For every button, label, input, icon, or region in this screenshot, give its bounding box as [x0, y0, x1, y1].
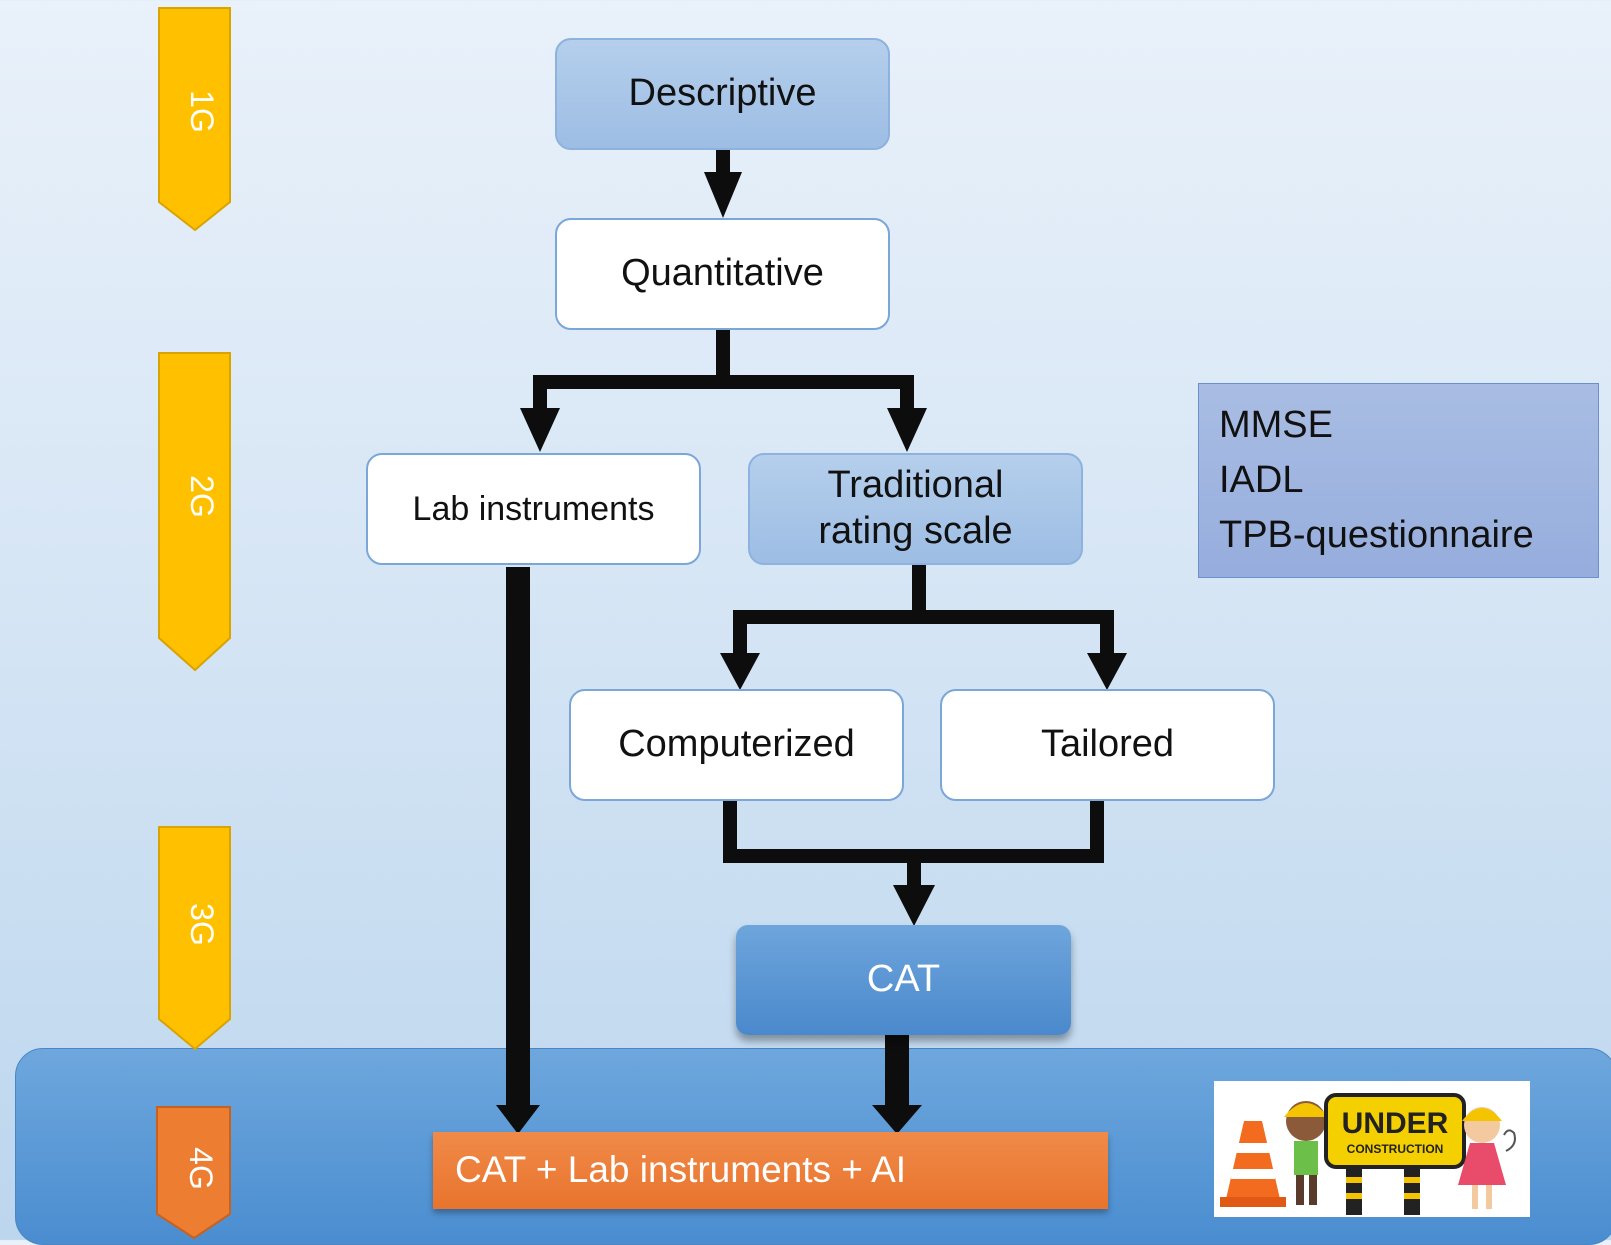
- gen-3g-chevron: [158, 826, 231, 1051]
- node-computerized-label: Computerized: [618, 723, 855, 766]
- example-mmse: MMSE: [1219, 404, 1333, 446]
- node-tailored[interactable]: Tailored: [940, 689, 1275, 801]
- node-quantitative[interactable]: Quantitative: [555, 218, 890, 330]
- node-lab-instruments[interactable]: Lab instruments: [366, 453, 701, 565]
- example-tpb: TPB-questionnaire: [1219, 514, 1534, 557]
- arrow-cat-final: [885, 1035, 909, 1107]
- sign-under: UNDER: [1342, 1107, 1449, 1140]
- gen-2g-chevron: [158, 352, 231, 672]
- examples-box: MMSE IADL TPB-questionnaire: [1198, 383, 1599, 578]
- node-descriptive-label: Descriptive: [628, 72, 817, 115]
- node-lab-instruments-label: Lab instruments: [412, 489, 655, 528]
- node-final[interactable]: CAT + Lab instruments + AI: [433, 1132, 1108, 1209]
- arrow-desc-quant: [716, 150, 730, 174]
- node-tailored-label: Tailored: [1040, 723, 1175, 766]
- node-cat[interactable]: CAT: [736, 925, 1071, 1035]
- gen-4g-chevron: [156, 1106, 231, 1240]
- node-traditional-line1: Traditional: [827, 464, 1004, 507]
- node-traditional-line2: rating scale: [818, 510, 1013, 552]
- node-computerized[interactable]: Computerized: [569, 689, 904, 801]
- example-iadl: IADL: [1219, 459, 1304, 502]
- node-cat-label: CAT: [866, 958, 941, 1001]
- sign-construction: CONSTRUCTION: [1347, 1142, 1444, 1156]
- under-construction-icon: UNDER CONSTRUCTION: [1220, 1093, 1516, 1215]
- arrow-lab-final: [506, 567, 530, 1107]
- node-final-label: CAT + Lab instruments + AI: [455, 1149, 907, 1191]
- node-traditional-rating-scale[interactable]: Traditional rating scale: [748, 453, 1083, 565]
- under-construction-image: UNDER CONSTRUCTION: [1214, 1081, 1530, 1217]
- node-descriptive[interactable]: Descriptive: [555, 38, 890, 150]
- gen-1g-chevron: [158, 7, 231, 232]
- node-quantitative-label: Quantitative: [621, 252, 824, 295]
